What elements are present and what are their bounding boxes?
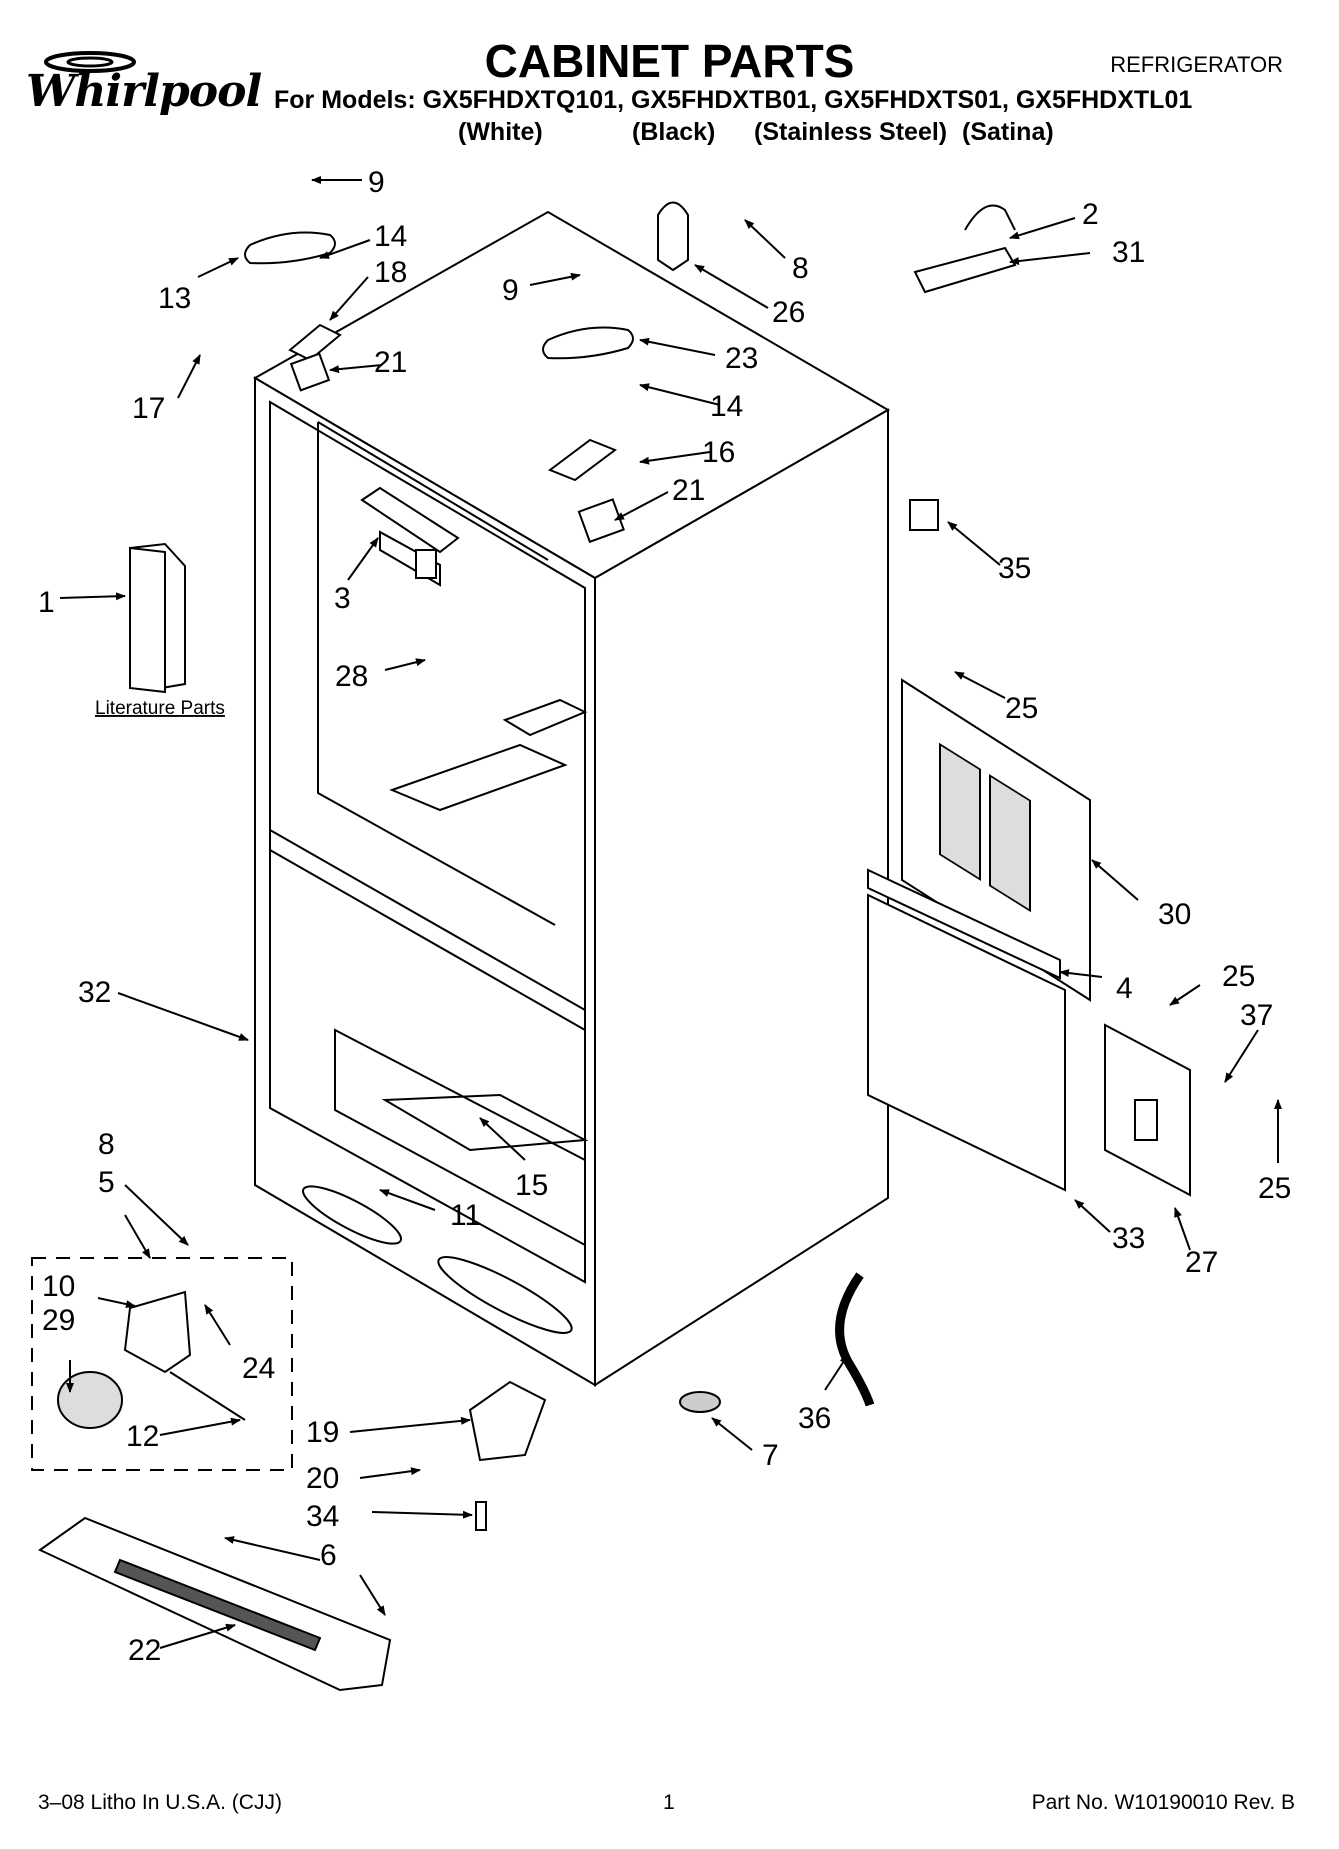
part-4-strip: [867, 868, 1061, 980]
callout-31: 31: [1112, 236, 1145, 269]
callout-37: 37: [1240, 999, 1273, 1032]
callout-4: 4: [1116, 972, 1133, 1005]
part-30-grille: [901, 678, 1091, 1002]
part-27-bracket: [1104, 1023, 1191, 1197]
variant-stainless: (Stainless Steel): [754, 118, 948, 146]
part-22-toe-grille: [38, 1516, 392, 1692]
whirlpool-logo: Whirlpool: [20, 48, 262, 120]
callout-10: 10: [42, 1270, 75, 1303]
cabinet-shell: [253, 210, 890, 1387]
callout-24: 24: [242, 1352, 275, 1385]
callout-16: 16: [702, 436, 735, 469]
callout-14-top-center: 14: [710, 390, 743, 423]
footer-part-number: Part No. W10190010 Rev. B: [1031, 1791, 1295, 1814]
callout-21-top-center: 21: [672, 474, 705, 507]
callout-14-top-left: 14: [374, 220, 407, 253]
part-3-bracket: [360, 486, 460, 587]
part-23-hinge-cover: [542, 326, 634, 544]
part-31-tube: [913, 204, 1017, 294]
callout-13: 13: [158, 282, 191, 315]
callout-29: 29: [42, 1304, 75, 1337]
callout-8-left: 8: [98, 1128, 115, 1161]
kit-dashed-box: [31, 1257, 293, 1471]
callout-6: 6: [320, 1539, 337, 1572]
callout-36: 36: [798, 1402, 831, 1435]
whirlpool-swirl-icon: [44, 51, 136, 73]
callout-18: 18: [374, 256, 407, 289]
callout-21-top-left: 21: [374, 346, 407, 379]
callout-25-lower: 25: [1258, 1172, 1291, 1205]
callout-7: 7: [762, 1439, 779, 1472]
callout-9-top-left: 9: [368, 166, 385, 199]
part-7-foot: [679, 1391, 721, 1413]
part-36-hose: [835, 1272, 875, 1407]
appliance-type: REFRIGERATOR: [1110, 52, 1283, 77]
callout-23: 23: [725, 342, 758, 375]
variant-satina: (Satina): [962, 118, 1054, 146]
page-title: CABINET PARTS: [484, 35, 855, 87]
callout-3: 3: [334, 582, 351, 615]
callout-20: 20: [306, 1462, 339, 1495]
footer-page-number: 1: [663, 1791, 675, 1814]
models-line: For Models: GX5FHDXTQ101, GX5FHDXTB01, G…: [274, 86, 1193, 114]
part-33-panel: [867, 893, 1066, 1192]
callout-22: 22: [128, 1634, 161, 1667]
brand-name: Whirlpool: [26, 66, 262, 117]
part-10-bracket: [57, 1290, 246, 1429]
footer-litho: 3–08 Litho In U.S.A. (CJJ): [38, 1791, 282, 1814]
callout-numbers: 9 14 13 18 17 21 9 23 8 26 2 31 14 16 21…: [38, 166, 1291, 1667]
callout-35: 35: [998, 552, 1031, 585]
callout-5: 5: [98, 1166, 115, 1199]
callout-11: 11: [450, 1199, 481, 1232]
callout-27: 27: [1185, 1246, 1218, 1279]
callout-2: 2: [1082, 198, 1099, 231]
variant-white: (White): [458, 118, 543, 146]
callout-12: 12: [126, 1420, 159, 1453]
callout-9-top-center: 9: [502, 274, 519, 307]
part-19-hinge: [468, 1380, 547, 1531]
variant-black: (Black): [632, 118, 716, 146]
part-26-hinge: [657, 201, 689, 272]
callout-1: 1: [38, 586, 55, 619]
callout-30: 30: [1158, 898, 1191, 931]
callout-26: 26: [772, 296, 805, 329]
callout-25-right: 25: [1222, 960, 1255, 993]
callout-34: 34: [306, 1500, 339, 1533]
callout-28: 28: [335, 660, 368, 693]
part-35-clip: [909, 499, 939, 531]
callout-33: 33: [1112, 1222, 1145, 1255]
callout-17: 17: [132, 392, 165, 425]
callout-19: 19: [306, 1416, 339, 1449]
callout-15: 15: [515, 1169, 548, 1202]
callout-8-top: 8: [792, 252, 809, 285]
literature-parts-label: Literature Parts: [95, 698, 225, 719]
callout-25-upper: 25: [1005, 692, 1038, 725]
callout-leaders: [59, 176, 1282, 1649]
part-1-literature: [129, 542, 186, 694]
callout-32: 32: [78, 976, 111, 1009]
part-13-hinge-cover: [244, 231, 342, 392]
